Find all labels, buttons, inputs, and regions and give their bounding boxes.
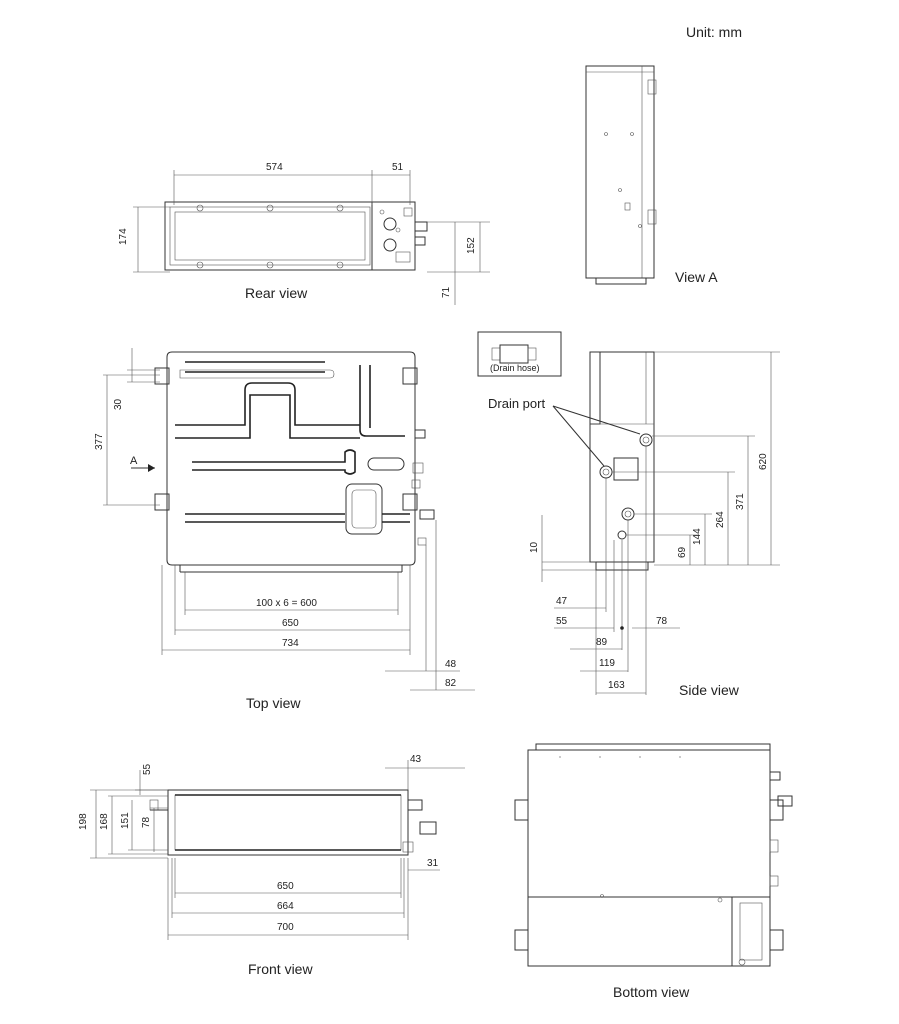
side-view-drawing: 620 371 264 144 69 10 47 55 78 89 119 16… bbox=[529, 351, 780, 695]
dim-front-198: 198 bbox=[78, 813, 89, 830]
unit-label: Unit: mm bbox=[686, 24, 742, 40]
drain-port-label: Drain port bbox=[488, 396, 546, 411]
drain-hose-inset: (Drain hose) bbox=[477, 331, 562, 377]
drain-hose-label: (Drain hose) bbox=[490, 363, 540, 373]
dim-side-371: 371 bbox=[735, 493, 746, 510]
view-a-title: View A bbox=[675, 269, 718, 285]
top-view-title: Top view bbox=[246, 695, 301, 711]
dim-top-650: 650 bbox=[282, 618, 299, 629]
dim-front-31: 31 bbox=[427, 858, 439, 869]
dim-top-82: 82 bbox=[445, 678, 457, 689]
dim-side-10: 10 bbox=[529, 541, 540, 553]
dim-side-264: 264 bbox=[715, 511, 726, 528]
dim-side-119: 119 bbox=[599, 658, 615, 669]
dim-side-89: 89 bbox=[596, 637, 608, 648]
side-view-title: Side view bbox=[679, 682, 739, 698]
dim-front-700: 700 bbox=[277, 922, 294, 933]
dim-rear-51: 51 bbox=[392, 162, 404, 173]
front-view-drawing: 55 43 198 168 151 78 31 650 664 700 bbox=[78, 754, 465, 940]
dim-front-664: 664 bbox=[277, 901, 294, 912]
dim-side-620: 620 bbox=[758, 453, 769, 470]
dim-top-734: 734 bbox=[282, 638, 299, 649]
dim-side-78: 78 bbox=[656, 616, 668, 627]
front-view-title: Front view bbox=[248, 961, 313, 977]
top-view-drawing: A 30 377 100 x 6 = 600 650 734 48 82 bbox=[94, 348, 475, 691]
dim-front-55: 55 bbox=[142, 763, 153, 775]
dim-side-163: 163 bbox=[608, 680, 625, 691]
arrow-a-label: A bbox=[130, 455, 138, 467]
dim-side-69: 69 bbox=[677, 546, 688, 558]
dim-front-168: 168 bbox=[99, 813, 110, 830]
view-a-drawing bbox=[585, 65, 657, 285]
dim-top-377: 377 bbox=[94, 433, 105, 450]
dim-front-43: 43 bbox=[410, 754, 422, 765]
dim-front-650: 650 bbox=[277, 881, 294, 892]
bottom-view-drawing bbox=[514, 743, 793, 967]
dim-front-78: 78 bbox=[141, 816, 152, 828]
dim-top-30: 30 bbox=[113, 398, 124, 410]
dim-rear-71: 71 bbox=[441, 286, 452, 298]
dim-top-48: 48 bbox=[445, 659, 457, 670]
dim-front-151: 151 bbox=[120, 812, 131, 829]
dim-rear-174: 174 bbox=[118, 228, 129, 245]
dim-side-47: 47 bbox=[556, 596, 568, 607]
bottom-view-title: Bottom view bbox=[613, 984, 690, 1000]
rear-view-drawing: 574 51 174 152 71 bbox=[118, 162, 490, 305]
dim-rear-574: 574 bbox=[266, 162, 283, 173]
dim-side-144: 144 bbox=[692, 528, 703, 545]
dim-rear-152: 152 bbox=[466, 237, 477, 254]
dim-top-600: 100 x 6 = 600 bbox=[256, 598, 317, 609]
dim-side-55: 55 bbox=[556, 616, 568, 627]
rear-view-title: Rear view bbox=[245, 285, 308, 301]
